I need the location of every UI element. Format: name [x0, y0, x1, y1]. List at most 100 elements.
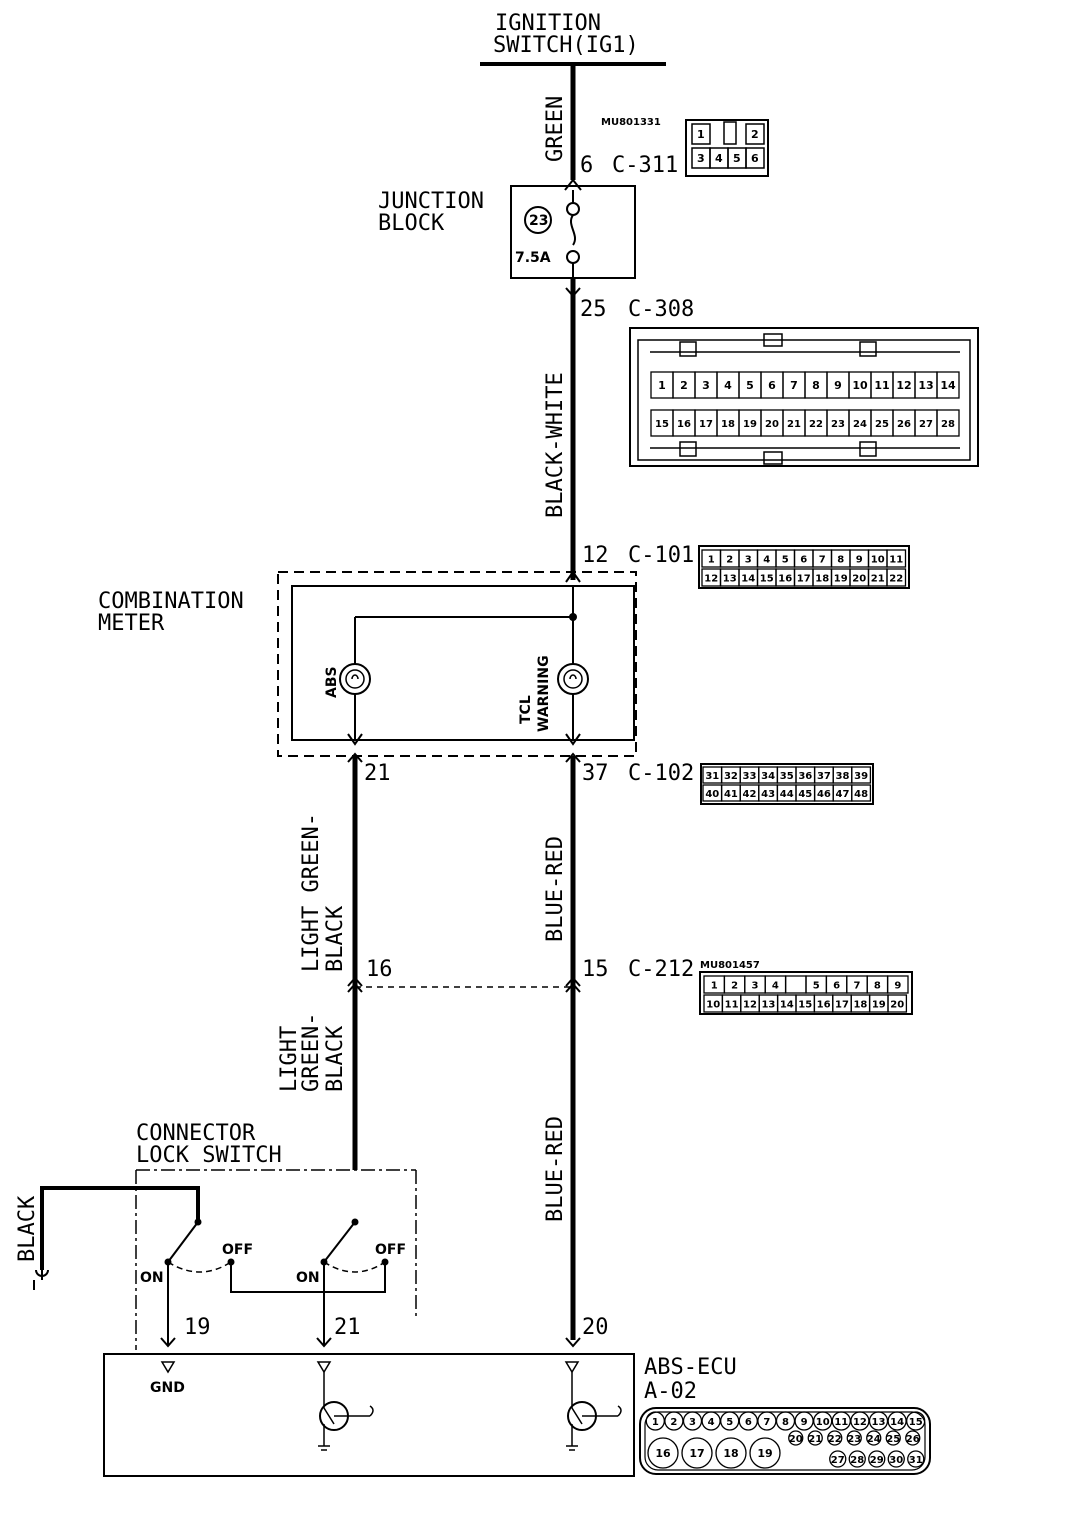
pin-number: 20 — [852, 574, 866, 585]
pin-number: 48 — [854, 789, 868, 800]
pin-cell — [887, 1450, 905, 1468]
c212-name: C-212 — [628, 957, 694, 982]
tcl-lamp-label-2: WARNING — [536, 655, 552, 732]
pin-number: 10 — [816, 1417, 830, 1428]
pin-cell — [681, 1437, 713, 1469]
ecu-label-2: A-02 — [644, 1379, 697, 1404]
pin-number: 15 — [655, 419, 669, 430]
left-switch-on: ON — [140, 1270, 164, 1286]
pin-number: 6 — [833, 981, 840, 992]
c212-pin: 15 — [582, 957, 609, 982]
pin-number: 7 — [763, 1417, 770, 1428]
pin-number: 13 — [761, 1000, 775, 1011]
pin-number: 14 — [741, 574, 755, 585]
pin-number: 7 — [854, 981, 861, 992]
lock-switch-label-1: CONNECTOR — [136, 1121, 256, 1146]
wire-label-black: BLACK — [15, 1195, 40, 1262]
pin-number: 17 — [699, 419, 713, 430]
pin-number: 20 — [890, 1000, 904, 1011]
pin-number: 26 — [897, 419, 911, 430]
c311-pin-5: 5 — [733, 152, 741, 165]
pin-cell — [868, 1450, 886, 1468]
pin-number: 44 — [780, 789, 794, 800]
c101-name: C-101 — [628, 543, 694, 568]
fuse-number-circle — [524, 206, 552, 234]
c102-abs-pin: 21 — [364, 761, 391, 786]
pin-cell — [749, 1437, 781, 1469]
pin-number: 9 — [801, 1417, 808, 1428]
pin-number: 32 — [724, 771, 738, 782]
connector-c311: 6 C-311 MU801331 1 2 3 4 5 6 — [580, 117, 769, 178]
wire-label-lgb-lower-2: GREEN- — [299, 1013, 324, 1092]
pin-cell — [851, 766, 872, 784]
fuse-terminal-top — [566, 202, 580, 216]
pin-cell — [907, 1450, 925, 1468]
pin-number: 27 — [831, 1455, 845, 1466]
pin-number: 16 — [778, 574, 792, 585]
lock-switch-label-2: LOCK SWITCH — [136, 1143, 282, 1168]
pin-number: 6 — [800, 555, 807, 566]
pin-number: 34 — [761, 771, 775, 782]
pin-cell — [807, 1430, 823, 1446]
connector-lock-switch: CONNECTOR LOCK SWITCH BLACK ON OFF ON OF… — [15, 1121, 417, 1350]
c308-name: C-308 — [628, 297, 694, 322]
fuse-rating: 7.5A — [515, 250, 551, 266]
pin-number: 14 — [890, 1417, 904, 1428]
pin-number: 43 — [761, 789, 775, 800]
pin-number: 12 — [896, 379, 911, 392]
pin-number: 29 — [870, 1455, 884, 1466]
pin-number: 12 — [704, 574, 718, 585]
pin-number: 2 — [680, 379, 688, 392]
pin-number: 21 — [787, 419, 801, 430]
pin-number: 28 — [850, 1455, 864, 1466]
wire-label-black-white: BLACK-WHITE — [543, 372, 568, 518]
pin-number: 12 — [853, 1417, 867, 1428]
pin-number: 36 — [798, 771, 812, 782]
pin-number: 30 — [889, 1455, 903, 1466]
pin-number: 10 — [706, 1000, 720, 1011]
ignition-label-1: IGNITION — [495, 11, 601, 36]
c311-part: MU801331 — [601, 117, 661, 128]
junction-label-2: BLOCK — [378, 211, 445, 236]
pin-number: 2 — [731, 981, 738, 992]
pin-number: 18 — [721, 419, 735, 430]
right-switch-off: OFF — [375, 1242, 406, 1258]
pin-number: 17 — [797, 574, 811, 585]
pin-number: 17 — [689, 1447, 704, 1460]
pin-number: 46 — [817, 789, 831, 800]
meter-label-2: METER — [98, 611, 165, 636]
pin-number: 4 — [763, 555, 770, 566]
pin-cell — [829, 1450, 847, 1468]
pin-number: 14 — [940, 379, 956, 392]
pin-number: 4 — [708, 1417, 715, 1428]
c311-pin-1: 1 — [697, 128, 705, 141]
pin-number: 24 — [853, 419, 867, 430]
pin-number: 9 — [834, 379, 842, 392]
c308-pin: 25 — [580, 297, 607, 322]
fuse-number: 23 — [529, 213, 548, 229]
wire-label-blue-red-upper: BLUE-RED — [543, 836, 568, 942]
pin-number: 22 — [809, 419, 823, 430]
pin-number: 4 — [724, 379, 732, 392]
pin-number: 31 — [909, 1455, 923, 1466]
pin-number: 3 — [702, 379, 710, 392]
pin-number: 35 — [780, 771, 794, 782]
pin-number: 5 — [782, 555, 789, 566]
pin-number: 9 — [856, 555, 863, 566]
pin-number: 3 — [752, 981, 759, 992]
c212-left-pin: 16 — [366, 957, 393, 982]
pin-number: 13 — [723, 574, 737, 585]
ground-icon — [35, 1269, 49, 1277]
pin-number: 6 — [768, 379, 776, 392]
pin-number: 31 — [705, 771, 719, 782]
pin-number: 17 — [835, 1000, 849, 1011]
pin-number: 45 — [798, 789, 812, 800]
c311-pin-2: 2 — [751, 128, 759, 141]
pin-number: 8 — [837, 555, 844, 566]
pin-number: 11 — [834, 1417, 848, 1428]
